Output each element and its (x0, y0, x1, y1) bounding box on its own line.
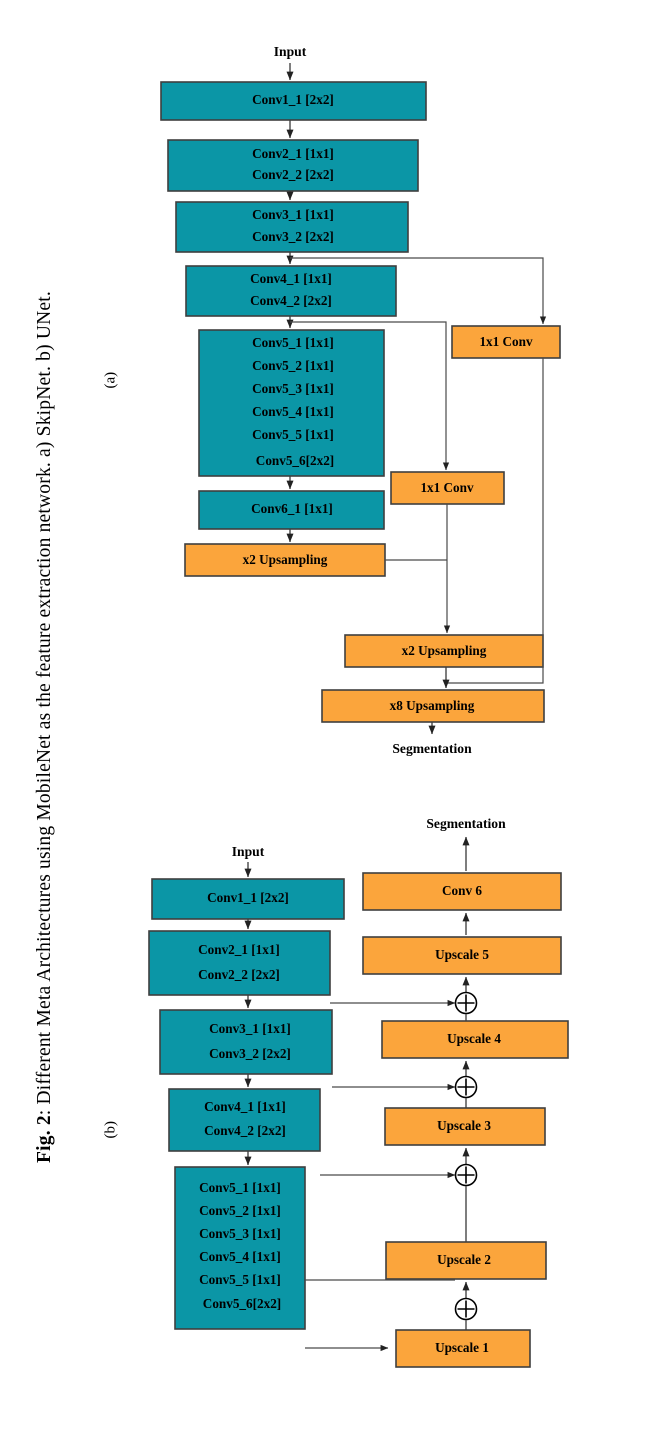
node-b-conv2-line-0: Conv2_1 [1x1] (198, 942, 280, 957)
node-b-conv5-line-5: Conv5_6[2x2] (203, 1296, 281, 1311)
node-conv5[interactable] (198, 329, 385, 477)
node-1x1conv-low-label: 1x1 Conv (420, 480, 474, 495)
node-b-conv4[interactable] (168, 1088, 321, 1152)
node-b-conv6-label: Conv 6 (442, 883, 482, 898)
node-b-conv2-line-1: Conv2_2 [2x2] (198, 967, 280, 982)
node-b-upscale4[interactable] (381, 1020, 569, 1059)
node-conv5-line-0: Conv5_1 [1x1] (252, 335, 334, 350)
panel-b-output-label: Segmentation (426, 816, 506, 831)
node-conv3-line-1: Conv3_2 [2x2] (252, 229, 334, 244)
node-x2-upsampling-2-label: x2 Upsampling (402, 643, 487, 658)
node-b-conv1[interactable] (151, 878, 345, 920)
panel-a-diagram: Input Conv1_1 [2x2] Conv2_1 [1x1] Conv2_… (160, 44, 561, 735)
node-conv5-line-5: Conv5_6[2x2] (256, 453, 334, 468)
panel-a-output-area: Segmentation (392, 741, 472, 756)
node-b-conv6[interactable] (362, 872, 562, 911)
node-x8-upsampling-label: x8 Upsampling (390, 698, 475, 713)
merge-node-1-plus-icon (457, 1300, 475, 1318)
node-b-upscale5[interactable] (362, 936, 562, 975)
merge-node-3-plus-icon (457, 1078, 475, 1096)
panel-b-diagram: Segmentation Conv 6 Upscale 5 Upscale 4 … (148, 816, 569, 1368)
node-b-conv3-line-0: Conv3_1 [1x1] (209, 1021, 291, 1036)
node-b-upscale2[interactable] (385, 1241, 547, 1280)
panel-b-input-label: Input (232, 844, 265, 859)
node-b-conv2[interactable] (148, 930, 331, 996)
node-x8-upsampling[interactable] (321, 689, 545, 723)
node-conv5-line-4: Conv5_5 [1x1] (252, 427, 334, 442)
node-conv6[interactable] (198, 490, 385, 530)
merge-node-2-plus-icon (457, 1166, 475, 1184)
node-conv5-line-1: Conv5_2 [1x1] (252, 358, 334, 373)
node-b-upscale2-label: Upscale 2 (437, 1252, 491, 1267)
node-b-conv5[interactable] (174, 1166, 306, 1330)
node-conv1[interactable] (160, 81, 427, 121)
node-conv2-line-0: Conv2_1 [1x1] (252, 146, 334, 161)
node-conv4-line-1: Conv4_2 [2x2] (250, 293, 332, 308)
node-conv4-line-0: Conv4_1 [1x1] (250, 271, 332, 286)
node-1x1conv-high-label: 1x1 Conv (479, 334, 533, 349)
node-conv3[interactable] (175, 201, 409, 253)
node-b-conv3-line-1: Conv3_2 [2x2] (209, 1046, 291, 1061)
skip-edge-conv3-to-1x1conv-high (290, 257, 547, 325)
node-x2-upsampling-1-label: x2 Upsampling (243, 552, 328, 567)
node-conv6-line-0: Conv6_1 [1x1] (251, 501, 333, 516)
node-b-upscale5-label: Upscale 5 (435, 947, 489, 962)
node-b-upscale1[interactable] (395, 1329, 531, 1368)
node-b-upscale4-label: Upscale 4 (447, 1031, 501, 1046)
node-b-conv4-line-0: Conv4_1 [1x1] (204, 1099, 286, 1114)
node-b-conv5-line-2: Conv5_3 [1x1] (199, 1226, 281, 1241)
node-1x1conv-high[interactable] (451, 325, 561, 359)
node-b-upscale3[interactable] (384, 1107, 546, 1146)
node-conv2-line-1: Conv2_2 [2x2] (252, 167, 334, 182)
node-conv5-line-2: Conv5_3 [1x1] (252, 381, 334, 396)
node-b-upscale3-label: Upscale 3 (437, 1118, 491, 1133)
node-b-upscale1-label: Upscale 1 (435, 1340, 489, 1355)
panel-a-output-label: Segmentation (392, 741, 472, 756)
node-conv3-line-0: Conv3_1 [1x1] (252, 207, 334, 222)
node-conv5-line-3: Conv5_4 [1x1] (252, 404, 334, 419)
panel-a-input-label: Input (274, 44, 307, 59)
node-b-conv5-line-0: Conv5_1 [1x1] (199, 1180, 281, 1195)
node-b-conv5-line-3: Conv5_4 [1x1] (199, 1249, 281, 1264)
node-conv2[interactable] (167, 139, 419, 192)
skip-edge-conv4-to-1x1conv-low (290, 321, 450, 471)
merge-node-4-plus-icon (457, 994, 475, 1012)
node-b-conv4-line-1: Conv4_2 [2x2] (204, 1123, 286, 1138)
node-b-conv5-line-1: Conv5_2 [1x1] (199, 1203, 281, 1218)
node-x2-upsampling-1[interactable] (184, 543, 386, 577)
node-conv1-line-0: Conv1_1 [2x2] (252, 92, 334, 107)
node-1x1conv-low[interactable] (390, 471, 505, 505)
node-b-conv5-line-4: Conv5_5 [1x1] (199, 1272, 281, 1287)
edge-1x1convhigh-to-x8up (446, 358, 544, 684)
node-b-conv3[interactable] (159, 1009, 333, 1075)
node-b-conv1-line-0: Conv1_1 [2x2] (207, 890, 289, 905)
node-conv4[interactable] (185, 265, 397, 317)
